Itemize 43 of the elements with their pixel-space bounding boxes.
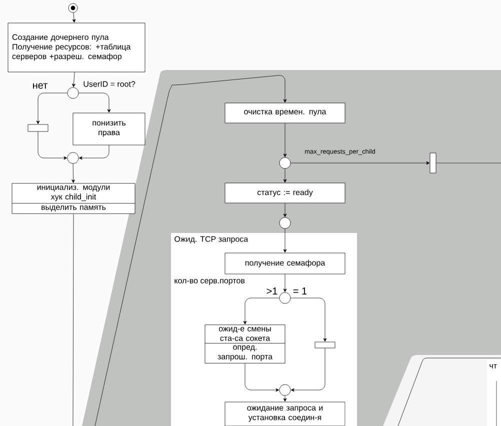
edge-label: = 1	[293, 288, 307, 294]
start-node	[68, 3, 78, 13]
arrow	[283, 228, 287, 253]
arrow	[72, 72, 76, 88]
arrow	[94, 75, 287, 426]
arrow	[283, 203, 287, 218]
activity-box: очистка времен. пула	[224, 102, 346, 124]
arrow	[290, 298, 327, 342]
activity-box: статус := ready	[224, 182, 346, 204]
activity-box: понизить права	[72, 112, 146, 146]
activity-box: инициализ. модули хук child_init выделить память	[12, 183, 136, 214]
activity-box: ожидание запроса и установка соедин-я	[224, 402, 346, 426]
arrow	[243, 298, 280, 324]
edge-label: нет	[33, 83, 48, 89]
panel: чт	[487, 360, 501, 426]
activity-box: ожид-е смены ста-са сокета опред. запрош. порта	[204, 324, 286, 364]
condition-text: UserID = root?	[84, 81, 136, 87]
arrow	[283, 396, 287, 402]
sync-bar	[28, 124, 48, 132]
decision-circle	[279, 217, 291, 229]
arrow	[244, 363, 280, 392]
condition-text: кол-во серв.портов	[174, 279, 245, 285]
decision-circle	[279, 292, 291, 304]
sync-bar	[430, 152, 436, 174]
decision-circle	[67, 87, 79, 99]
arrow	[36, 92, 68, 124]
activity-box: получение семафора	[224, 252, 346, 274]
arrow	[38, 132, 68, 160]
arrow	[78, 92, 111, 113]
arrow	[72, 164, 75, 183]
arrow	[78, 145, 110, 160]
arrow	[290, 348, 326, 392]
activity-box: Создание дочернего пула Получение ресурсов: +таблица серверов +разреш. семафор	[8, 22, 146, 72]
arrow	[283, 123, 287, 158]
decision-circle	[279, 157, 291, 169]
arrow	[283, 168, 287, 183]
arrow	[72, 12, 76, 23]
edge-label: >1	[266, 288, 278, 294]
sync-bar	[314, 342, 336, 348]
decision-circle	[67, 152, 79, 164]
decision-circle	[279, 384, 291, 396]
arrow	[290, 161, 430, 165]
arrow	[283, 274, 287, 292]
